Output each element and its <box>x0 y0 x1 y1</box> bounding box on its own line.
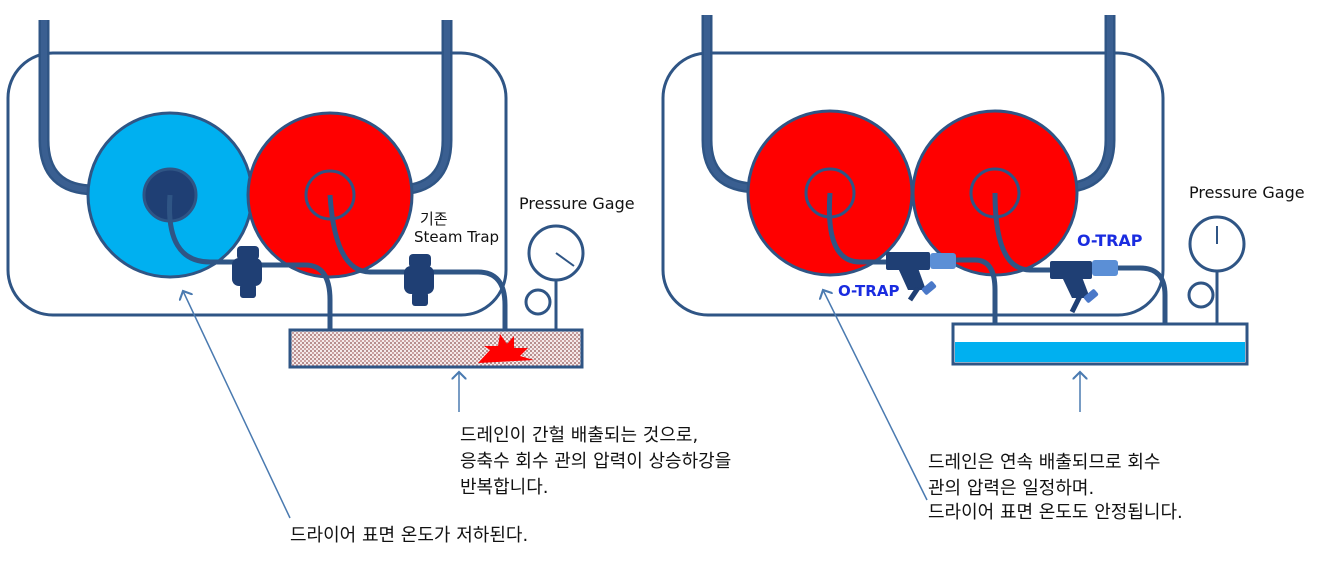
right-drain-pipe-2 <box>992 192 1055 273</box>
left-steam-trap-2 <box>404 254 434 306</box>
right-panel: O-TRAP O-TRAP Pressure Gage 드레인은 연속 배출되므… <box>661 15 1305 523</box>
right-tank-water <box>955 342 1245 362</box>
right-drum-arrow <box>823 290 928 501</box>
label-steam-trap: Steam Trap <box>414 228 499 246</box>
right-otrap-1 <box>886 252 956 302</box>
right-return-line-2 <box>1115 265 1168 332</box>
right-caption-line-1: 드레인은 연속 배출되므로 회수 <box>928 452 1160 473</box>
left-drum-arrow <box>183 291 291 519</box>
right-otrap-label-2: O-TRAP <box>1077 231 1143 250</box>
label-existing: 기존 <box>420 210 448 228</box>
left-drain-pipe-2 <box>327 194 412 275</box>
left-caption-line-2: 응축수 회수 관의 압력이 상승하강을 <box>460 451 731 472</box>
right-otrap-2 <box>1050 260 1118 314</box>
left-dryer-note: 드라이어 표면 온도가 저하된다. <box>290 525 528 546</box>
left-steam-trap-1 <box>232 246 262 298</box>
left-flash-burst <box>478 334 534 363</box>
left-gage-label: Pressure Gage <box>519 194 635 213</box>
left-dryer-hood <box>6 51 508 317</box>
right-caption-line-2: 관의 압력은 일정하며. <box>928 478 1094 499</box>
right-gage-siphon <box>1187 281 1215 309</box>
left-gage-needle <box>555 252 575 267</box>
left-panel: 기존 Steam Trap Pressure Gage 드레인이 간헐 배출되는… <box>6 20 731 546</box>
right-drain-pipe-1 <box>826 192 895 265</box>
left-caption-line-3: 반복합니다. <box>460 477 549 498</box>
right-return-line-1 <box>950 257 998 332</box>
left-return-line-1 <box>260 262 333 336</box>
left-drain-pipe-1 <box>167 194 245 265</box>
left-gage-siphon <box>524 288 552 316</box>
right-dryer-hood <box>661 51 1165 317</box>
left-caption-line-1: 드레인이 간헐 배출되는 것으로, <box>460 425 698 446</box>
right-otrap-label-1: O-TRAP <box>838 282 899 300</box>
left-condensate-tank <box>288 328 584 369</box>
right-gage-label: Pressure Gage <box>1189 183 1305 202</box>
right-caption-line-3: 드라이어 표면 온도도 안정됩니다. <box>928 502 1183 523</box>
left-return-line-2 <box>428 269 508 336</box>
